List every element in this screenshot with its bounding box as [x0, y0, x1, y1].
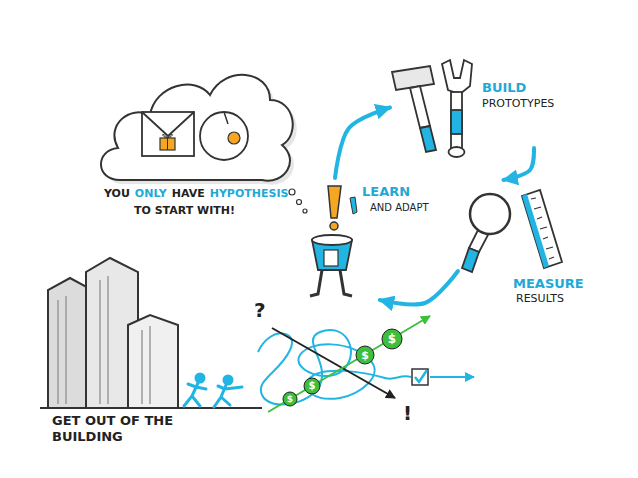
- building: [128, 315, 178, 408]
- runner-body: [184, 383, 206, 406]
- hammer-head: [392, 66, 434, 90]
- learn-figure: [310, 186, 357, 296]
- dollar-sign: $: [287, 395, 293, 404]
- dollar-sign: $: [309, 381, 316, 391]
- thought-dot: [297, 200, 302, 205]
- hypothesis-word: TO START WITH!: [134, 204, 235, 218]
- build-step: BUILDPROTOTYPES: [390, 58, 570, 148]
- runner-body: [214, 385, 242, 407]
- envelope-flap: [142, 112, 194, 136]
- measure-tools: [462, 190, 562, 272]
- exclamation-bar: [328, 186, 341, 218]
- hypothesis-word: HYPOTHESIS: [210, 187, 289, 201]
- dollar-sign: $: [361, 350, 369, 361]
- question-mark: ?: [254, 298, 266, 323]
- problem-arrow: [272, 328, 395, 398]
- hypothesis-word: YOU: [104, 187, 130, 201]
- thought-dot: [289, 189, 295, 195]
- checkmark: [415, 370, 427, 382]
- gauge-dot: [228, 132, 240, 144]
- wrench-end: [449, 147, 465, 157]
- gift-bow: [163, 134, 173, 138]
- growth-arrow: [268, 316, 430, 412]
- hypothesis-word: HAVE: [172, 187, 205, 201]
- buildings: [40, 258, 262, 408]
- cloud-outline: [101, 75, 293, 181]
- running-figures: [184, 374, 242, 407]
- envelope: [142, 112, 194, 156]
- step-title: BUILD: [482, 80, 526, 96]
- wrench-grip: [451, 110, 462, 134]
- exclamation-dot: [330, 222, 338, 230]
- step-text: AND ADAPT: [370, 202, 429, 214]
- thought-dot: [303, 209, 307, 213]
- wrench-jaw: [442, 60, 472, 94]
- step-text: PROTOTYPES: [482, 97, 554, 110]
- step-title: LEARN: [362, 184, 410, 200]
- cycle-arrow: [380, 271, 458, 305]
- build-tools: [392, 60, 472, 157]
- building-shading: [58, 276, 150, 404]
- step-text: RESULTS: [516, 292, 564, 305]
- building-caption: GET OUT OF THE BUILDING: [52, 413, 182, 446]
- coin: [356, 346, 374, 364]
- hypothesis-line: TO START WITH!: [134, 204, 235, 218]
- cycle-arrow: [335, 108, 390, 179]
- ground-line: [40, 407, 262, 409]
- exclamation-mark: !: [403, 401, 412, 426]
- magnifier-grip: [462, 248, 479, 272]
- person-front: [324, 250, 338, 266]
- wrench-shaft: [451, 92, 462, 150]
- learn-step: LEARN AND ADAPT: [300, 178, 440, 300]
- checkbox: [412, 369, 428, 385]
- runner-head: [224, 376, 232, 384]
- coin: [304, 378, 320, 394]
- hypothesis-line: YOU ONLY HAVE HYPOTHESIS: [104, 187, 288, 201]
- ruler-ticks: [531, 198, 554, 259]
- cycle-arrow: [504, 148, 535, 180]
- chaos-chart: [258, 316, 474, 412]
- gift-box: [160, 138, 175, 150]
- measure-step: MEASURERESULTS: [458, 180, 588, 310]
- gauge-circle: [200, 112, 248, 160]
- step-title: MEASURE: [513, 276, 584, 292]
- coin: [382, 329, 402, 349]
- gift-ribbon: [167, 138, 168, 150]
- dollar-sign: $: [388, 333, 396, 345]
- person-head: [312, 235, 352, 245]
- ruler-band: [522, 194, 549, 268]
- result-arrow: [430, 376, 474, 378]
- thought-cloud: [101, 75, 307, 213]
- hammer-handle: [410, 86, 430, 128]
- coin: [283, 392, 297, 406]
- magnifier-lens: [470, 194, 510, 234]
- ruler: [522, 190, 562, 268]
- pencil: [350, 197, 357, 214]
- runner-head: [196, 374, 204, 382]
- hypothesis-word: ONLY: [135, 187, 167, 201]
- gauge-tick: [224, 112, 228, 124]
- hammer-grip: [420, 126, 436, 152]
- person-legs: [310, 270, 352, 296]
